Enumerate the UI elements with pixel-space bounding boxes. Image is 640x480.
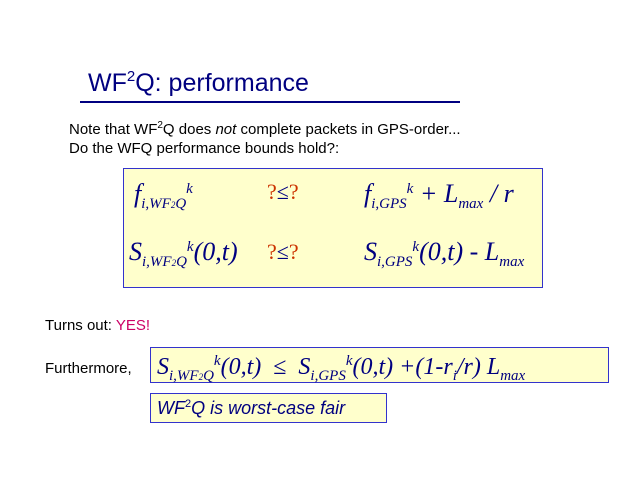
furthermore-box: Si,WF2Qk(0,t) ≤ Si,GPSk(0,t) +(1-ri/r) L… bbox=[150, 347, 609, 384]
yes-answer: YES! bbox=[115, 317, 151, 334]
finish-time-gps-bound: fi,GPSk + Lmax / r bbox=[364, 179, 514, 212]
service-wf2q: Si,WF2Qk(0,t) bbox=[129, 237, 238, 270]
relation-question-2: ?≤? bbox=[267, 239, 299, 264]
title-underline bbox=[80, 101, 460, 103]
service-inequality: Si,WF2Qk(0,t) ≤ Si,GPSk(0,t) +(1-ri/r) L… bbox=[157, 353, 526, 384]
note-line-2: Do the WFQ performance bounds hold?: bbox=[69, 140, 340, 157]
relation-question-1: ?≤? bbox=[267, 179, 299, 204]
turns-out-line: Turns out: YES! bbox=[45, 317, 151, 334]
worst-case-fair-text: WF2Q is worst-case fair bbox=[157, 398, 346, 418]
bounds-box: fi,WF2Qk ?≤? fi,GPSk + Lmax / r Si,WF2Qk… bbox=[123, 168, 543, 288]
finish-time-wf2q: fi,WF2Qk bbox=[134, 179, 193, 212]
furthermore-label: Furthermore, bbox=[45, 360, 132, 377]
slide-title: WF2Q: performance bbox=[88, 68, 309, 97]
conclusion-box: WF2Q is worst-case fair bbox=[150, 393, 387, 423]
service-gps-bound: Si,GPSk(0,t) - Lmax bbox=[364, 237, 525, 270]
note-line-1: Note that WF2Q does not complete packets… bbox=[69, 120, 461, 138]
